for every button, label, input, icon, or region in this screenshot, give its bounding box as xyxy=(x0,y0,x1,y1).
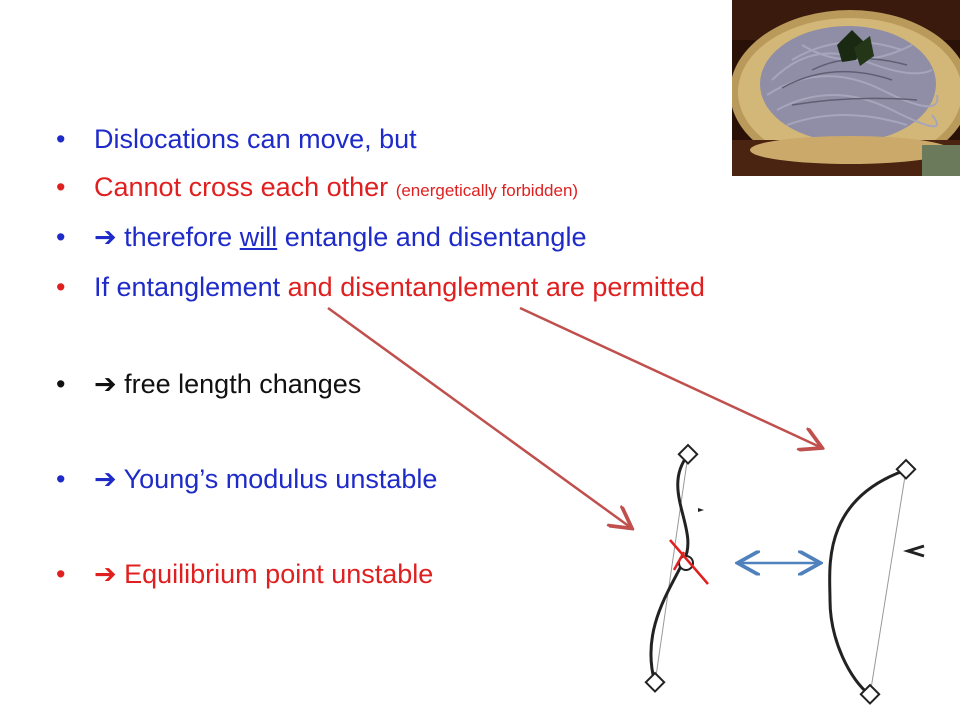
bullet-text-line: ➔ Equilibrium point unstable xyxy=(94,557,433,591)
bullet-marker: • xyxy=(56,559,66,589)
arrow-symbol: ➔ xyxy=(94,222,117,252)
bullet-marker: • xyxy=(56,172,66,202)
bullet-text: Young’s modulus unstable xyxy=(116,464,438,494)
entangled-dislocation-bow xyxy=(644,443,709,693)
bullet-note: (energetically forbidden) xyxy=(395,181,579,200)
free-dislocation-bow xyxy=(828,458,925,705)
bullet-text-entanglement: If entanglement xyxy=(94,272,281,302)
bullet-text-line: If entanglement and disentanglement are … xyxy=(94,270,705,304)
bullet-text: therefore xyxy=(116,222,240,252)
bullet-marker: • xyxy=(56,369,66,399)
bullet-marker: • xyxy=(56,124,66,154)
bullet-text: Cannot cross each other xyxy=(94,172,389,202)
soba-noodles-photo xyxy=(732,0,960,176)
bullet-text-disentanglement: and disentanglement are permitted xyxy=(280,272,705,302)
bullet-marker: • xyxy=(56,272,66,302)
bullet-text-line: ➔ Young’s modulus unstable xyxy=(94,462,437,496)
arrow-symbol: ➔ xyxy=(94,369,117,399)
bullet-text: Equilibrium point unstable xyxy=(116,559,434,589)
bullet-text-line: ➔ therefore will entangle and disentangl… xyxy=(94,220,586,254)
bullet-marker: • xyxy=(56,222,66,252)
bullet-text: Dislocations can move, but xyxy=(94,124,417,154)
bullet-text-rest: entangle and disentangle xyxy=(277,222,587,252)
pointer-arrow-disentanglement xyxy=(519,306,820,447)
bullet-text-line: ➔ free length changes xyxy=(94,367,361,401)
underlined-word: will xyxy=(239,222,278,252)
bullet-marker: • xyxy=(56,464,66,494)
bullet-text-line: Cannot cross each other (energetically f… xyxy=(94,170,578,208)
bullet-text: free length changes xyxy=(116,369,362,399)
arrow-symbol: ➔ xyxy=(94,464,117,494)
arrow-symbol: ➔ xyxy=(94,559,117,589)
